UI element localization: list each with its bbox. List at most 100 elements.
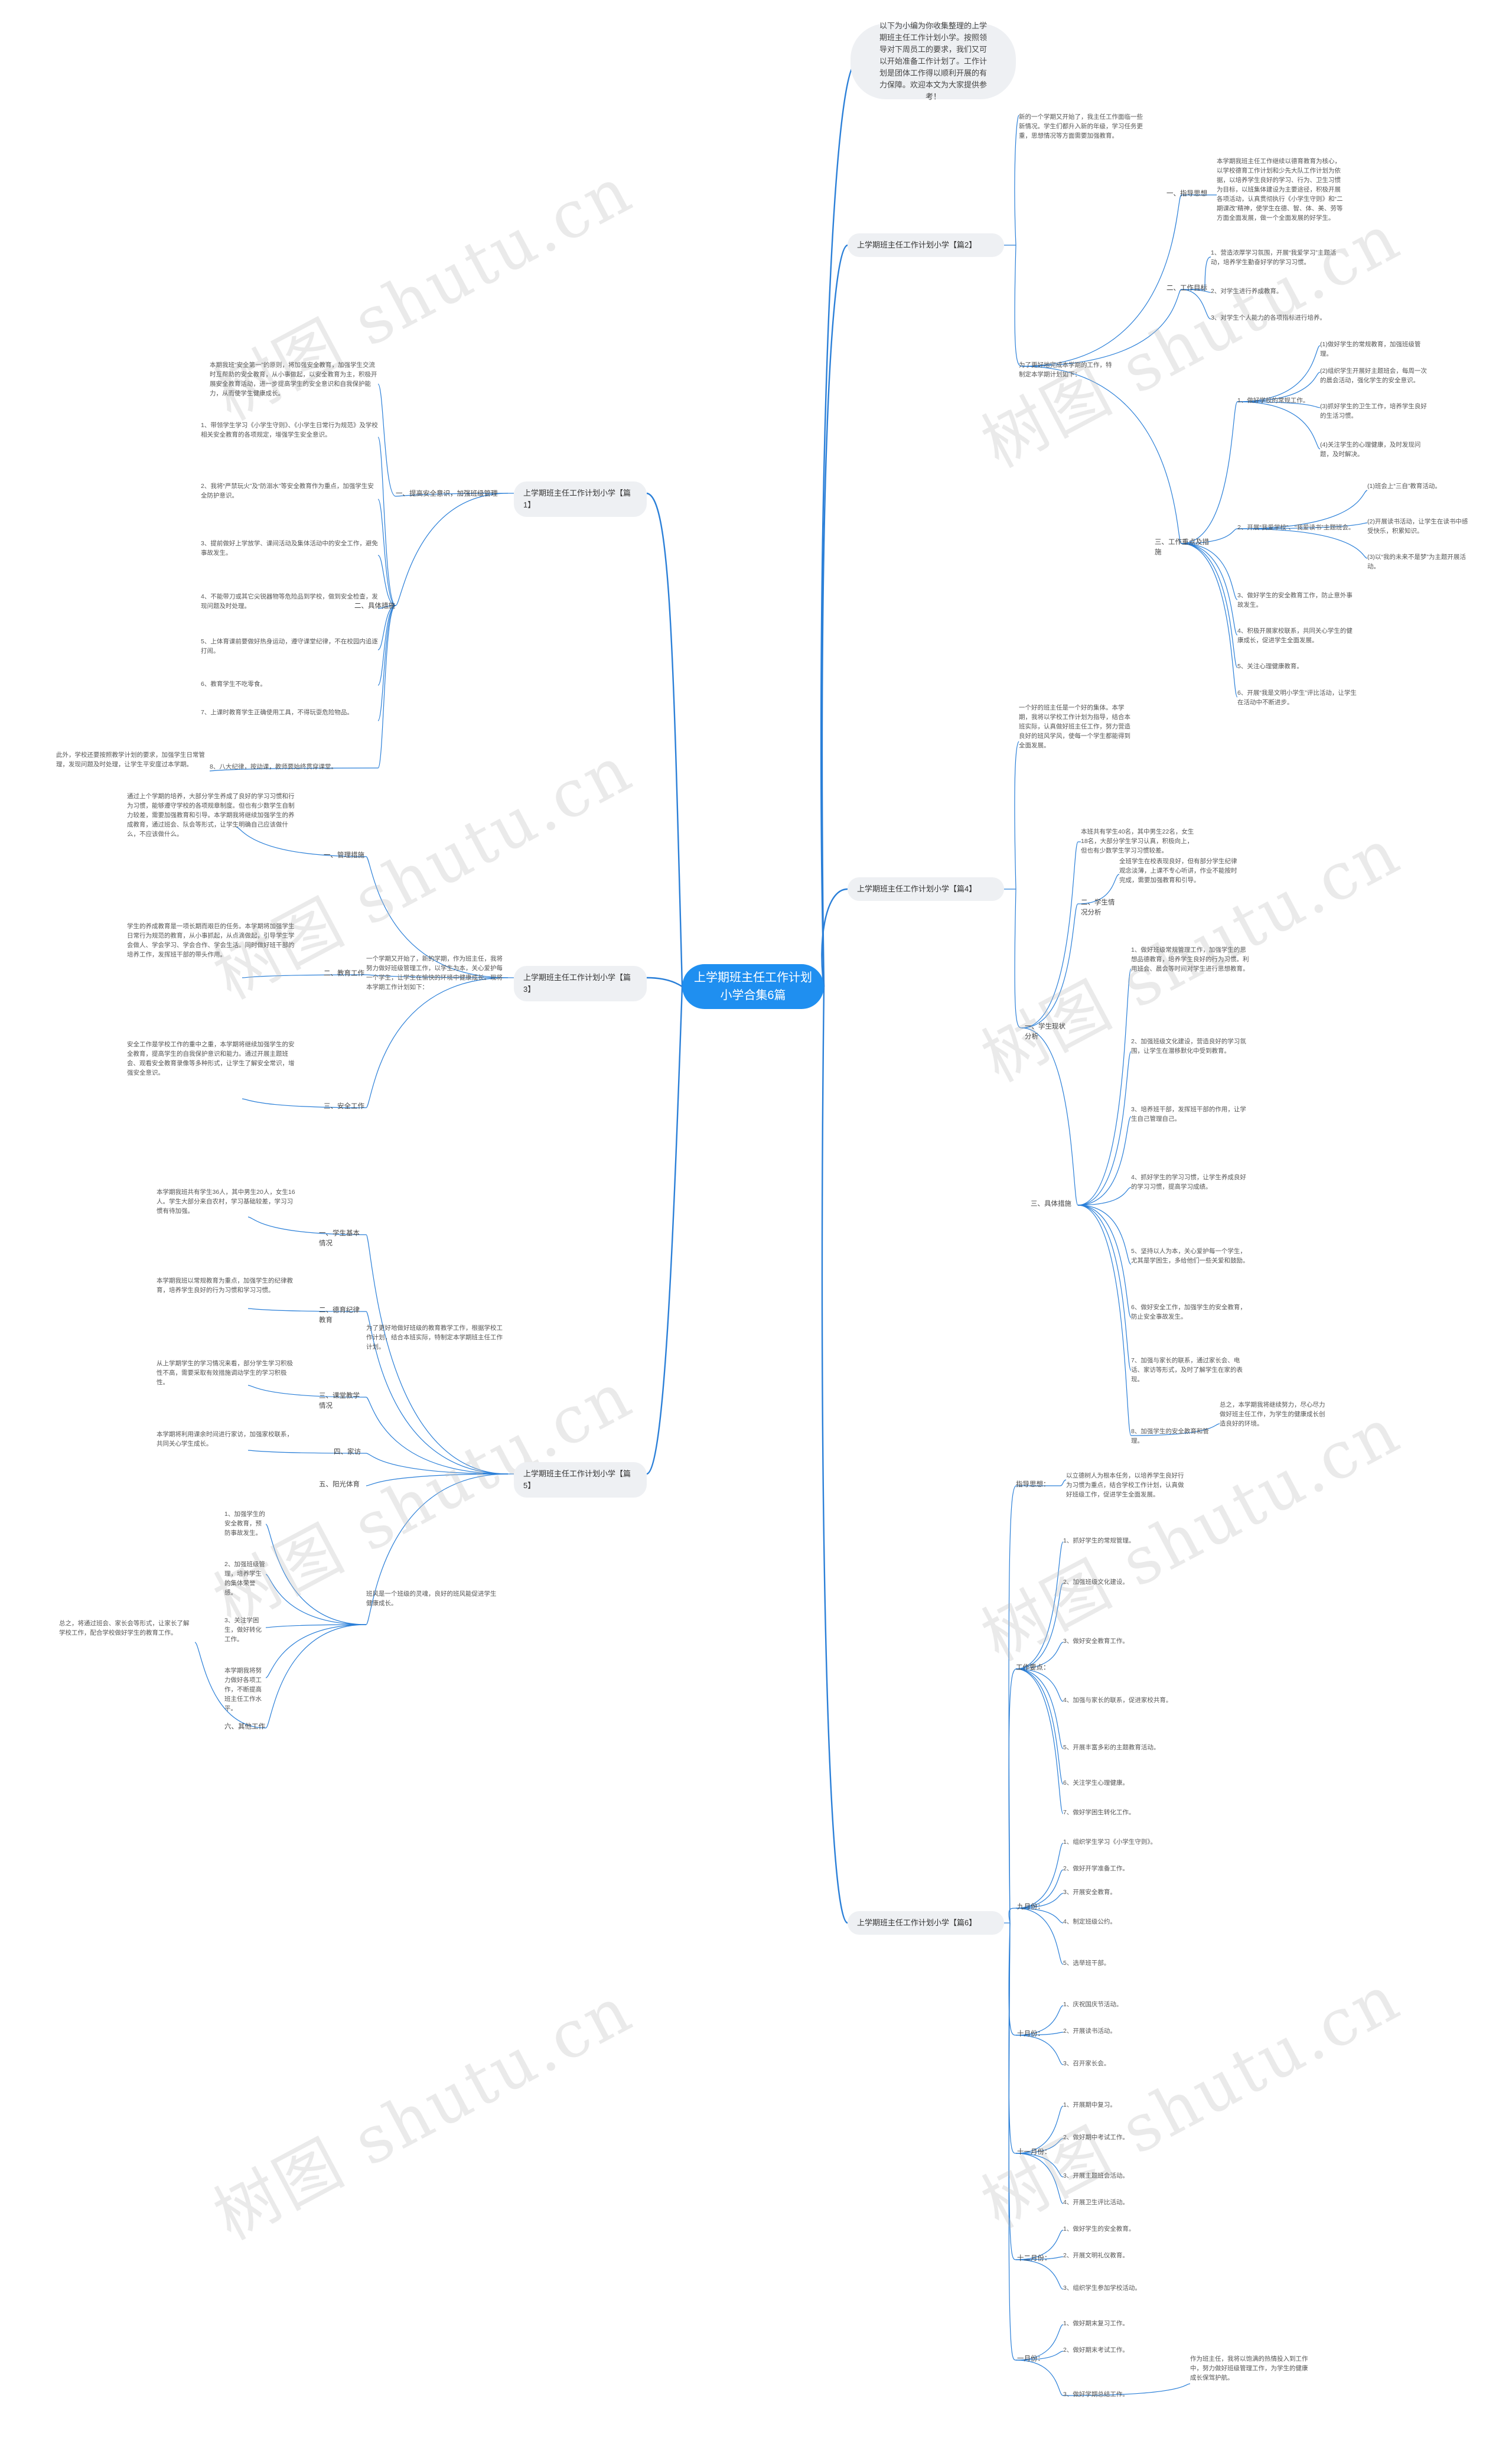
- b2-sec1: 一、指导思想: [1166, 190, 1207, 197]
- b6-s9-5: 5、选举班干部。: [1063, 1960, 1110, 1967]
- b6-s10-2: 2、开展读书活动。: [1063, 2028, 1116, 2035]
- b2-sec1-text: 本学期我班主任工作继续以德育教育为核心，以学校德育工作计划和少先大队工作计划为依…: [1217, 158, 1343, 222]
- b6-sec2: 工作要点：: [1016, 1664, 1050, 1671]
- b1-item-7: 7、上课时教育学生正确使用工具，不得玩耍危险物品。: [201, 709, 353, 716]
- b6-s12-1: 1、做好学生的安全教育。: [1063, 2225, 1135, 2233]
- b4-sec3: 三、具体措施: [1031, 1200, 1071, 1208]
- b1-item-8: 8、八大纪律，按动课，教师要始终贯穿课堂。: [210, 763, 337, 770]
- b3-sec2: 二、教育工作: [324, 970, 364, 977]
- b1-item-3: 3、提前做好上学放学、课间活动及集体活动中的安全工作，避免事故发生。: [201, 540, 378, 557]
- b1-item-4: 4、不能带刀或其它尖锐器物等危险品到学校，做到安全检查，发现问题及时处理。: [201, 593, 378, 610]
- b2-m1-sub3: (3)抓好学生的卫生工作，培养学生良好的生活习惯。: [1320, 403, 1427, 419]
- b6-s11-3: 3、开展主题班会活动。: [1063, 2172, 1129, 2179]
- b6-s10-3: 3、召开家长会。: [1063, 2060, 1110, 2067]
- b2-m1-sub2: (2)组织学生开展好主题班会，每周一次的晨会活动，强化学生的安全意识。: [1320, 367, 1427, 384]
- b3-p2: 学生的养成教育是一项长期而艰巨的任务。本学期将加强学生日常行为规范的教育，从小事…: [127, 923, 295, 958]
- b4-sec1: 一、学生现状分析: [1025, 1023, 1065, 1040]
- b2-goal-1: 1、营造浓厚学习氛围，开展“我爱学习”主题活动，培养学生勤奋好学的学习习惯。: [1211, 249, 1337, 266]
- b6-m11: 十一月份：: [1017, 2149, 1051, 2156]
- b6-s9-1: 1、组织学生学习《小学生守则》。: [1063, 1838, 1157, 1846]
- b1-item-2: 2、我将“严禁玩火”及“防溺水”等安全教育作为重点，加强学生安全防护意识。: [201, 483, 374, 499]
- b6-w3: 3、做好安全教育工作。: [1063, 1638, 1129, 1645]
- b6-s9-3: 3、开展安全教育。: [1063, 1889, 1116, 1896]
- branch-6[interactable]: 上学期班主任工作计划小学【篇6】: [848, 1911, 1004, 1935]
- b4-s1b-text: 全班学生在校表现良好，但有部分学生纪律观念淡薄，上课不专心听讲，作业不能按时完成…: [1119, 858, 1237, 884]
- intro-node[interactable]: 以下为小编为你收集整理的上学期班主任工作计划小学。按照领导对下周员工的要求，我们…: [850, 21, 1016, 101]
- b4-item-1: 1、做好班级常规管理工作，加强学生的思想品德教育，培养学生良好的行为习惯。利用班…: [1131, 946, 1249, 972]
- b1-item-1: 1、带领学生学习《小学生守则》、《小学生日常行为规范》及学校相关安全教育的各项规…: [201, 422, 378, 438]
- b2-sec2: 二、工作目标: [1166, 285, 1207, 292]
- b6-m12: 十二月份：: [1017, 2255, 1051, 2262]
- b2-lead: 新的一个学期又开始了，我主任工作面临一些新情况。学生们都升入新的年级，学习任务更…: [1019, 113, 1143, 139]
- b2-m1-sub4: (4)关注学生的心理健康，及时发现问题，及时解决。: [1320, 441, 1421, 458]
- b5-m3: 3、关注学困生，做好转化工作。: [224, 1617, 262, 1643]
- b4-lead: 一个好的班主任是一个好的集体。本学期，我将以学校工作计划为指导，结合本班实际，认…: [1019, 704, 1130, 749]
- b4-item-5: 5、坚持以人为本，关心爱护每一个学生，尤其是学困生，多给他们一些关爱和鼓励。: [1131, 1248, 1249, 1264]
- b6-s10-1: 1、庆祝国庆节活动。: [1063, 2001, 1123, 2008]
- b6-s9-2: 2、做好开学准备工作。: [1063, 1865, 1129, 1872]
- root-node[interactable]: 上学期班主任工作计划小学合集6篇: [682, 964, 824, 1009]
- branch-3[interactable]: 上学期班主任工作计划小学【篇3】: [514, 966, 647, 1001]
- b4-item-3: 3、培养班干部，发挥班干部的作用，让学生自己管理自己。: [1131, 1106, 1246, 1122]
- b6-s9-4: 4、制定班级公约。: [1063, 1918, 1116, 1925]
- b1-sec2: 二、具体措施: [354, 603, 395, 610]
- branch-5[interactable]: 上学期班主任工作计划小学【篇5】: [514, 1462, 647, 1498]
- b3-p1: 通过上个学期的培养，大部分学生养成了良好的学习习惯和行为习惯，能够遵守学校的各项…: [127, 793, 295, 838]
- b1-item-6: 6、教育学生不吃零食。: [201, 681, 266, 688]
- b6-m9: 九月份：: [1017, 1903, 1044, 1911]
- b6-s11-1: 1、开展期中复习。: [1063, 2101, 1116, 2108]
- b3-sec1: 一、管理措施: [324, 852, 364, 859]
- b6-s11-4: 4、开展卫生评比活动。: [1063, 2199, 1129, 2206]
- b4-s1b: 二、学生情况分析: [1081, 899, 1115, 916]
- b5-sec1: 一、学生基本情况: [319, 1230, 360, 1247]
- b2-m1: 1、做好学校的常规工作。: [1237, 397, 1309, 404]
- b6-sec1: 指导思想：: [1016, 1481, 1050, 1488]
- b6-foot: 作为班主任，我将以饱满的热情投入到工作中，努力做好班级管理工作，为学生的健康成长…: [1190, 2355, 1308, 2381]
- b6-s12-3: 3、组织学生参加学校活动。: [1063, 2284, 1141, 2292]
- b6-s1m-2: 2、做好期末考试工作。: [1063, 2347, 1129, 2354]
- b5-sec5: 五、阳光体育: [319, 1481, 360, 1488]
- b4-item-7: 7、加强与家长的联系，通过家长会、电话、家访等形式，及时了解学生在家的表现。: [1131, 1357, 1243, 1383]
- b4-item-8: 8、加强学生的安全教育和管理。: [1131, 1428, 1209, 1444]
- b6-m1: 一月份：: [1017, 2355, 1044, 2362]
- b6-s1: 以立德树人为根本任务，以培养学生良好行为习惯为重点，结合学校工作计划，认真做好班…: [1066, 1472, 1184, 1498]
- b2-m3: 3、做好学生的安全教育工作，防止意外事故发生。: [1237, 592, 1353, 608]
- b6-w4: 4、加强与家长的联系，促进家校共育。: [1063, 1697, 1172, 1704]
- b2-goal-3: 3、对学生个人能力的各项指标进行培养。: [1211, 314, 1326, 321]
- b4-item-2: 2、加强班级文化建设，营造良好的学习氛围，让学生在潜移默化中受到教育。: [1131, 1038, 1246, 1055]
- b5-mid: 班风是一个班级的灵魂，良好的班风能促进学生健康成长。: [366, 1590, 497, 1607]
- b5-m2: 2、加强班级管理，培养学生的集体荣誉感。: [224, 1561, 265, 1596]
- b1-item-5: 5、上体育课前要做好热身运动，遵守课堂纪律，不在校园内追逐打闹。: [201, 638, 378, 655]
- b3-sec3: 三、安全工作: [324, 1103, 364, 1110]
- b5-sec6: 六、其他工作: [224, 1723, 265, 1730]
- b2-m4: 4、积极开展家校联系，共同关心学生的健康成长，促进学生全面发展。: [1237, 627, 1353, 644]
- b4-item-4: 4、抓好学生的学习习惯，让学生养成良好的学习习惯，提高学习成绩。: [1131, 1174, 1246, 1190]
- b5-sec2: 二、德育纪律教育: [319, 1307, 360, 1324]
- branch-1[interactable]: 上学期班主任工作计划小学【篇1】: [514, 481, 647, 517]
- b6-w2: 2、加强班级文化建设。: [1063, 1579, 1129, 1586]
- b6-w5: 5、开展丰富多彩的主题教育活动。: [1063, 1744, 1160, 1751]
- b6-s1m-1: 1、做好期末复习工作。: [1063, 2320, 1129, 2327]
- b2-m2-sub1: (1)班会上“三自”教育活动。: [1367, 483, 1441, 490]
- b2-m1-sub1: (1)做好学生的常规教育，加强班级管理。: [1320, 341, 1421, 357]
- b5-lead: 为了更好地做好班级的教育教学工作，根据学校工作计划，结合本班实际，特制定本学期班…: [366, 1324, 503, 1350]
- b5-p3: 从上学期学生的学习情况来看，部分学生学习积极性不高，需要采取有效措施调动学生的学…: [157, 1360, 293, 1386]
- b4-s1a: 本班共有学生40名，其中男生22名，女生18名，大部分学生学习认真，积极向上，但…: [1081, 828, 1194, 854]
- b2-m2-sub2: (2)开展读书活动，让学生在读书中感受快乐，积累知识。: [1367, 518, 1468, 535]
- b5-sec3: 三、课堂教学情况: [319, 1392, 360, 1410]
- branch-2[interactable]: 上学期班主任工作计划小学【篇2】: [848, 233, 1004, 257]
- b4-item-6: 6、做好安全工作，加强学生的安全教育，防止安全事故发生。: [1131, 1304, 1246, 1320]
- b6-m10: 十月份：: [1017, 2030, 1044, 2038]
- b6-s12-2: 2、开展文明礼仪教育。: [1063, 2252, 1129, 2259]
- b3-p3: 安全工作是学校工作的重中之重，本学期将继续加强学生的安全教育，提高学生的自我保护…: [127, 1041, 295, 1076]
- branch-4[interactable]: 上学期班主任工作计划小学【篇4】: [848, 877, 1004, 901]
- b2-m2: 2、开展“我爱学校”、“我爱读书”主题班会。: [1237, 524, 1355, 531]
- b5-p4: 本学期将利用课余时间进行家访，加强家校联系，共同关心学生成长。: [157, 1431, 293, 1447]
- b2-sec3: 三、工作重点及措施: [1155, 539, 1209, 556]
- b6-w1: 1、抓好学生的常规管理。: [1063, 1537, 1135, 1544]
- b3-lead: 一个学期又开始了，新的学期，作为班主任，我将努力做好班级管理工作，以学生为本，关…: [366, 955, 503, 991]
- b2-mid: 为了更好地完成本学期的工作，特制定本学期计划如下：: [1019, 362, 1112, 378]
- b2-m6: 6、开展“我是文明小学生”评比活动，让学生在活动中不断进步。: [1237, 689, 1357, 706]
- b4-foot: 总之，本学期我将继续努力，尽心尽力做好班主任工作，为学生的健康成长创造良好的环境…: [1220, 1401, 1325, 1427]
